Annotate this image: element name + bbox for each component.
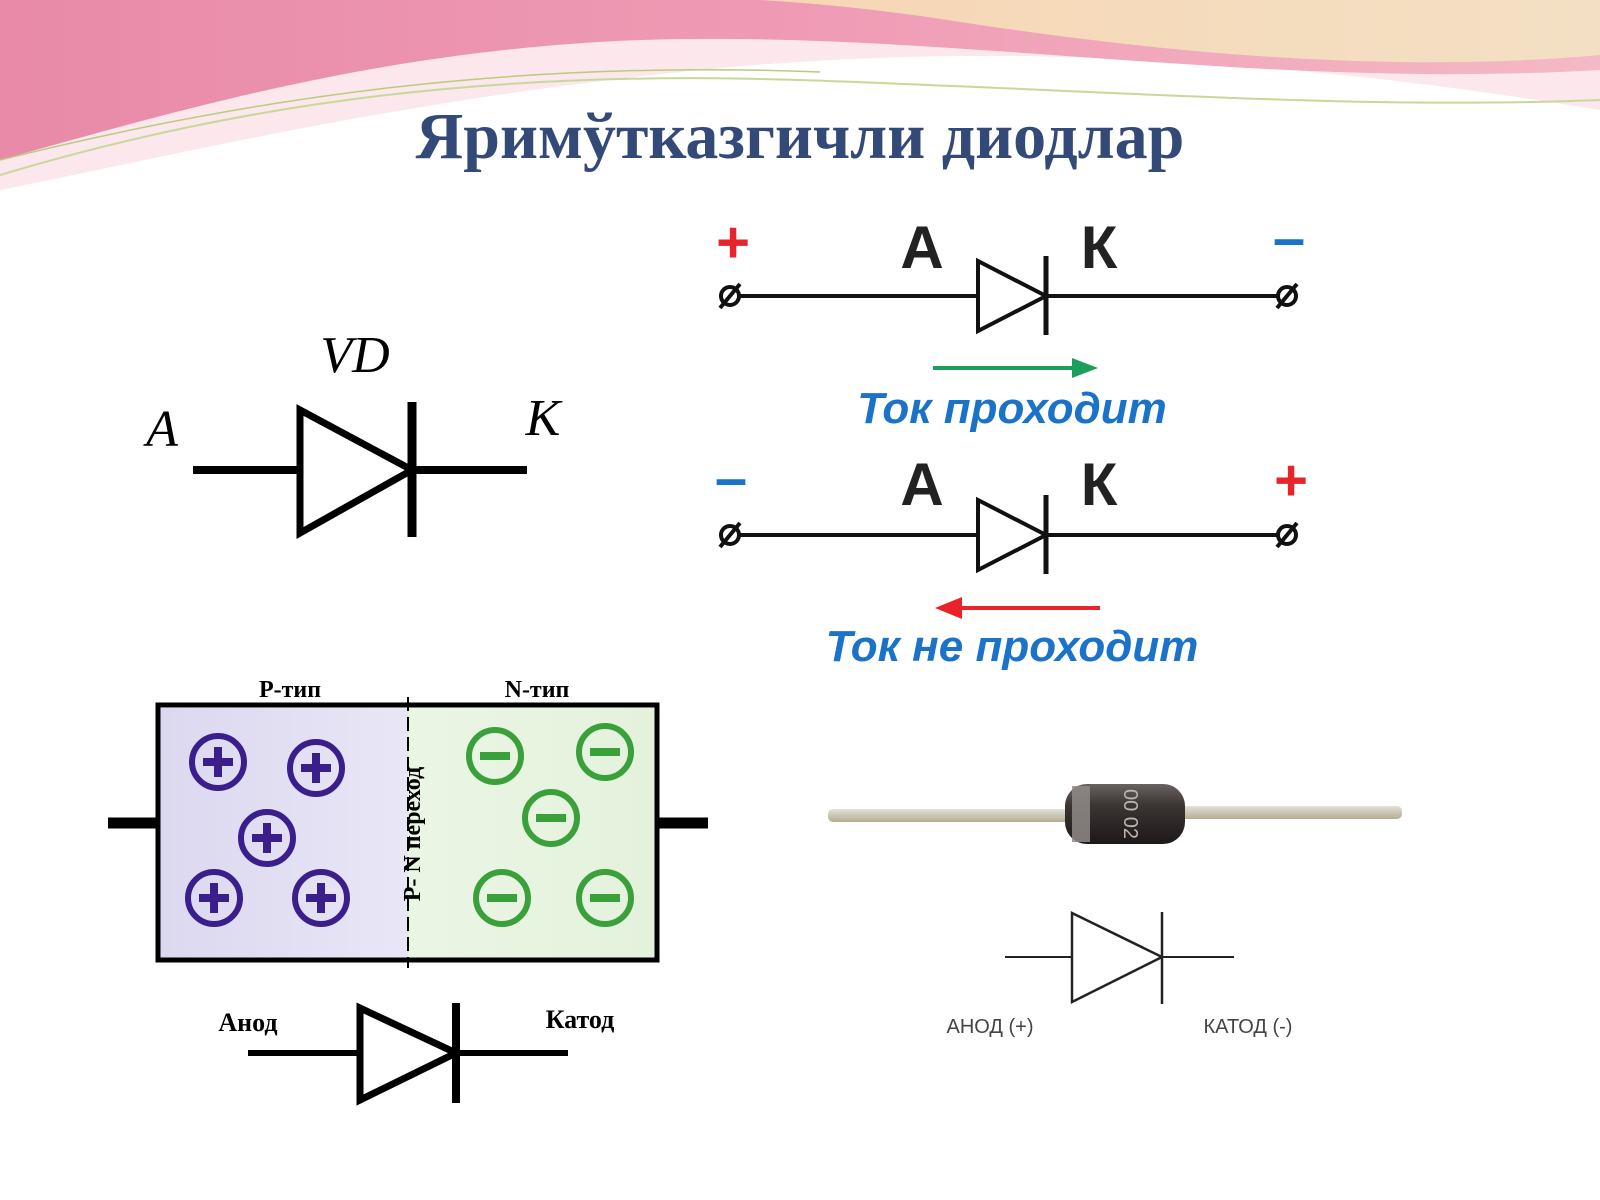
electron-minus-icon: –: [473, 869, 531, 927]
p-region: [160, 708, 408, 958]
component-lead-left: [828, 809, 1072, 822]
forward-bias-diagram: + – А К Ток проходит: [716, 206, 1305, 433]
hole-carriers: +++++: [185, 733, 350, 927]
pn-diode-symbol: Анод Катод: [218, 1002, 615, 1106]
reverse-bias-diagram: – + А К Ток не проходит: [715, 446, 1308, 671]
component-cathode-band: [1072, 786, 1090, 842]
schematic-triangle: [1070, 910, 1165, 1005]
reverse-minus-sign: –: [715, 446, 747, 511]
reverse-cathode-label: К: [1081, 451, 1118, 518]
electron-carriers: –––––: [466, 723, 634, 927]
component-marking: 00 02: [1119, 789, 1141, 839]
pn-junction-diagram: Р-тип N-тип Р- N переход +++++ –––––: [108, 677, 708, 968]
symbol-triangle: [296, 404, 420, 539]
pn-diode-triangle: [356, 1002, 465, 1106]
hole-plus-icon-ring: [287, 739, 345, 797]
hole-plus-icon-ring: [292, 869, 350, 927]
electron-minus-icon: –: [576, 723, 634, 781]
forward-plus-sign: +: [716, 210, 750, 275]
component-cathode-label: КАТОД (-): [1204, 1016, 1293, 1038]
reverse-plus-sign: +: [1274, 448, 1308, 513]
electron-minus-icon-ring: [576, 723, 634, 781]
pn-cathode-label: Катод: [546, 1005, 615, 1034]
electron-minus-icon: –: [522, 789, 580, 847]
component-schematic-symbol: АНОД (+) КАТОД (-): [946, 910, 1293, 1038]
forward-terminal-left-slash: [718, 282, 742, 310]
electron-minus-icon: –: [576, 869, 634, 927]
reverse-terminal-right-slash: [1275, 521, 1299, 549]
hole-plus-icon-ring: [238, 809, 296, 867]
symbol-cathode-label: K: [525, 390, 563, 447]
reverse-anode-label: А: [900, 451, 943, 518]
header-decoration: [0, 0, 1600, 190]
forward-diode-triangle: [976, 257, 1051, 335]
component-anode-label: АНОД (+): [946, 1016, 1033, 1038]
forward-minus-sign: –: [1273, 206, 1305, 271]
electron-minus-icon-ring: [473, 869, 531, 927]
n-type-label: N-тип: [505, 677, 570, 703]
forward-terminal-right-slash: [1275, 282, 1299, 310]
hole-plus-icon-ring: [185, 869, 243, 927]
hole-plus-icon: +: [287, 739, 345, 797]
hole-plus-icon: +: [238, 809, 296, 867]
electron-minus-icon-ring: [576, 869, 634, 927]
forward-cathode-label: К: [1081, 214, 1118, 281]
diode-component-photo: 00 02: [828, 784, 1402, 844]
pn-junction-label: Р- N переход: [400, 767, 426, 902]
electron-minus-icon-ring: [466, 727, 524, 785]
hole-plus-icon-ring: [189, 733, 247, 791]
symbol-designator: VD: [320, 327, 389, 384]
electron-minus-icon: –: [466, 727, 524, 785]
hole-plus-icon: +: [292, 869, 350, 927]
p-type-label: Р-тип: [259, 677, 321, 703]
component-body: [1065, 784, 1185, 844]
forward-caption: Ток проходит: [857, 384, 1167, 433]
component-lead-right: [1178, 806, 1402, 819]
diode-symbol-diagram: VD A K: [143, 327, 563, 539]
forward-current-arrowhead: [1072, 358, 1098, 378]
electron-minus-icon-ring: [522, 789, 580, 847]
forward-anode-label: А: [900, 214, 943, 281]
reverse-diode-triangle: [976, 496, 1051, 574]
reverse-current-arrowhead: [935, 597, 962, 619]
symbol-anode-label: A: [143, 401, 178, 458]
pn-anode-label: Анод: [218, 1008, 277, 1037]
hole-plus-icon: +: [185, 869, 243, 927]
reverse-terminal-left-slash: [718, 521, 742, 549]
slide-title: Яримўтказгичли диодлар: [416, 100, 1185, 173]
reverse-caption: Ток не проходит: [826, 622, 1199, 671]
hole-plus-icon: +: [189, 733, 247, 791]
